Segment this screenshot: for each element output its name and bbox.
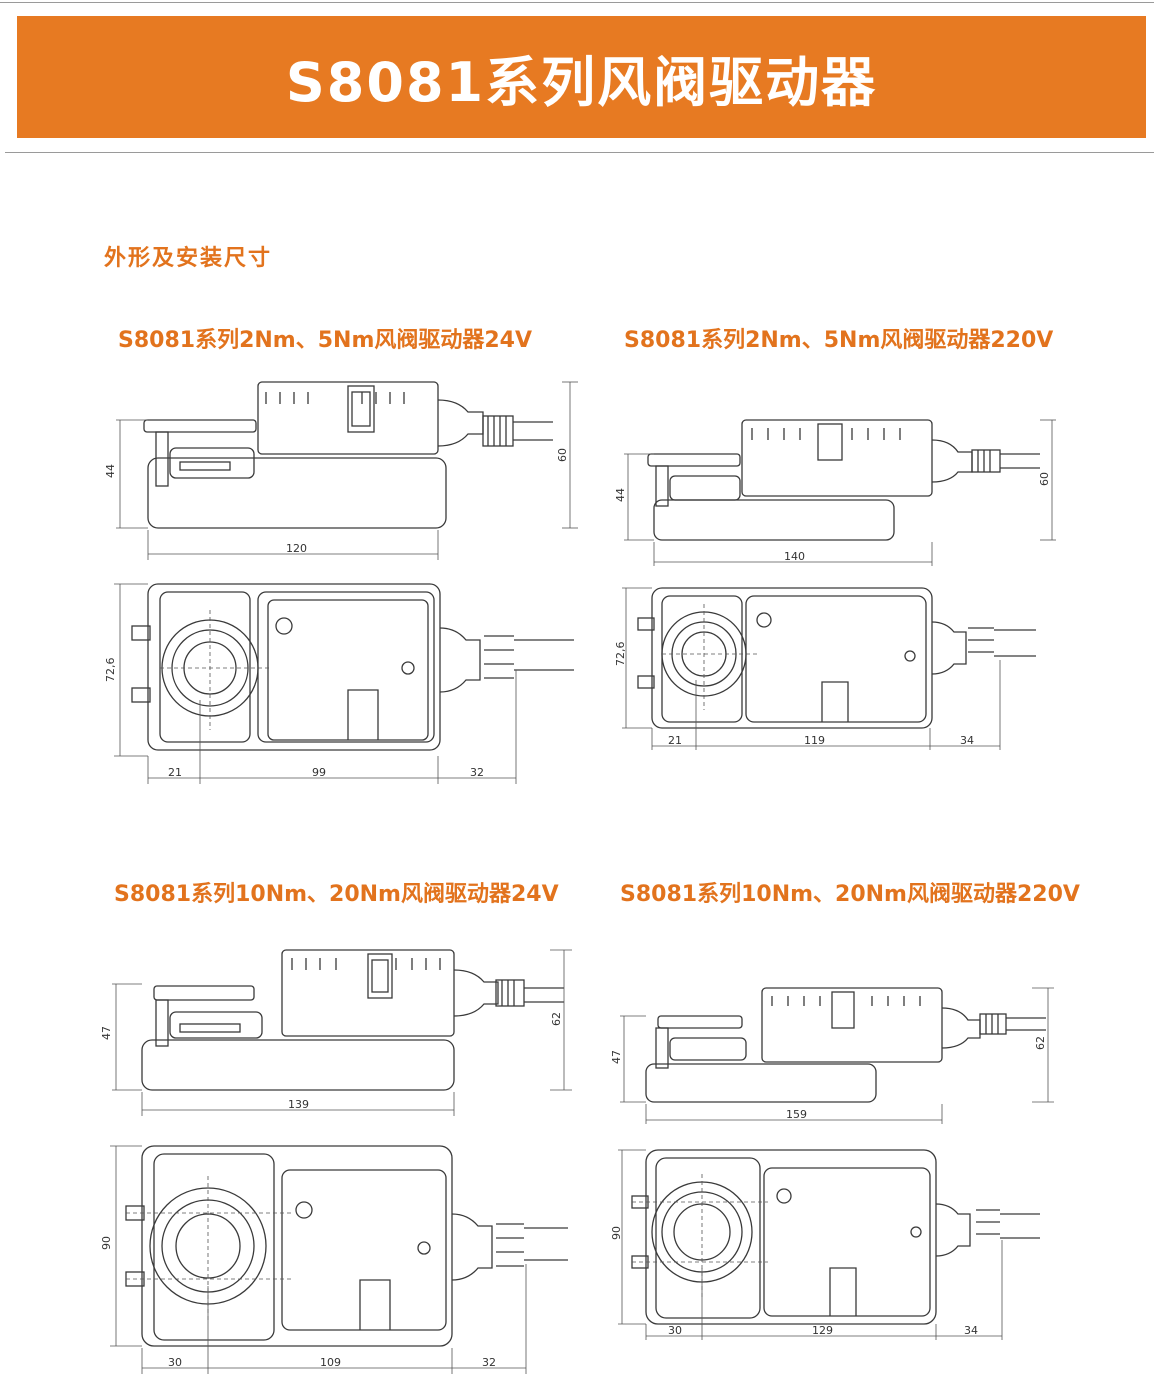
dim-d1: 21 xyxy=(168,766,182,779)
banner-underline xyxy=(5,152,1154,153)
dim-height-right: 62 xyxy=(1034,1036,1047,1050)
dim-d1: 21 xyxy=(668,734,682,747)
panel-title-4: S8081系列10Nm、20Nm风阀驱动器220V xyxy=(620,882,1080,907)
dim-top-height: 72,6 xyxy=(104,658,117,683)
dim-d3: 32 xyxy=(482,1356,496,1369)
dim-d2: 109 xyxy=(320,1356,341,1369)
dim-width: 120 xyxy=(286,542,307,555)
section-heading: 外形及安装尺寸 xyxy=(104,246,273,271)
dim-top-height: 72,6 xyxy=(614,642,627,667)
dim-width: 139 xyxy=(288,1098,309,1111)
dim-top-height: 90 xyxy=(100,1236,113,1250)
dim-height-left: 44 xyxy=(614,488,627,502)
dim-height-left: 47 xyxy=(100,1026,113,1040)
drawing-10nm-20nm-220v: 47 62 159 90 30 129 34 xyxy=(610,987,1054,1340)
dim-top-height: 90 xyxy=(610,1226,623,1240)
banner-title: S8081系列风阀驱动器 xyxy=(285,50,878,114)
dim-d2: 129 xyxy=(812,1324,833,1337)
dim-width: 140 xyxy=(784,550,805,563)
dim-height-left: 44 xyxy=(104,464,117,478)
title-banner: S8081系列风阀驱动器 xyxy=(17,16,1146,138)
dim-d1: 30 xyxy=(168,1356,182,1369)
dim-d3: 34 xyxy=(964,1324,978,1337)
drawing-10nm-20nm-24v: 47 62 139 90 30 109 32 xyxy=(100,949,572,1374)
dim-height-right: 62 xyxy=(550,1012,563,1026)
dim-height-right: 60 xyxy=(1038,472,1051,486)
panel-title-2: S8081系列2Nm、5Nm风阀驱动器220V xyxy=(624,328,1054,353)
top-rule xyxy=(0,2,1154,3)
dim-d2: 99 xyxy=(312,766,326,779)
panel-title-1: S8081系列2Nm、5Nm风阀驱动器24V xyxy=(118,328,533,353)
dim-height-left: 47 xyxy=(610,1050,623,1064)
panel-title-3: S8081系列10Nm、20Nm风阀驱动器24V xyxy=(114,882,559,907)
dim-height-right: 60 xyxy=(556,448,569,462)
dim-d2: 119 xyxy=(804,734,825,747)
dim-d1: 30 xyxy=(668,1324,682,1337)
drawing-2nm-5nm-24v: 44 60 120 72,6 21 99 32 xyxy=(104,381,578,784)
dim-width: 159 xyxy=(786,1108,807,1121)
drawing-2nm-5nm-220v: 44 60 140 72,6 21 119 34 xyxy=(614,419,1056,750)
dim-d3: 34 xyxy=(960,734,974,747)
dim-d3: 32 xyxy=(470,766,484,779)
